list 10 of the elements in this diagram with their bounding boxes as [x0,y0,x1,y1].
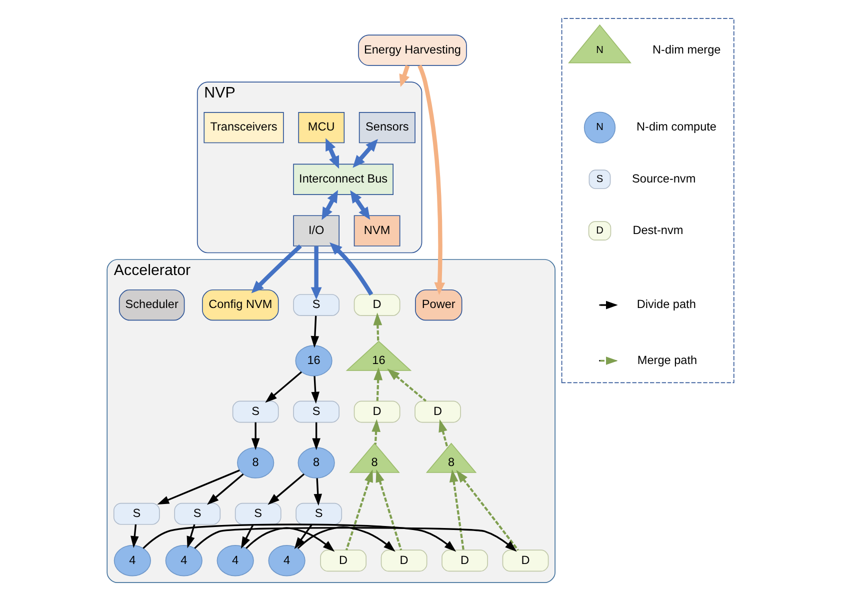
legend-label: Dest-nvm [632,222,684,237]
label: S [596,174,604,185]
legend-label: Divide path [636,297,696,312]
label: D [596,225,604,236]
label: N [596,122,604,134]
legend-label: N-dim merge [652,42,721,56]
label: N [596,44,604,56]
legend-label: Merge path [637,352,698,367]
legend-label: N-dim compute [636,120,717,134]
legend-label: Source-nvm [632,171,696,186]
